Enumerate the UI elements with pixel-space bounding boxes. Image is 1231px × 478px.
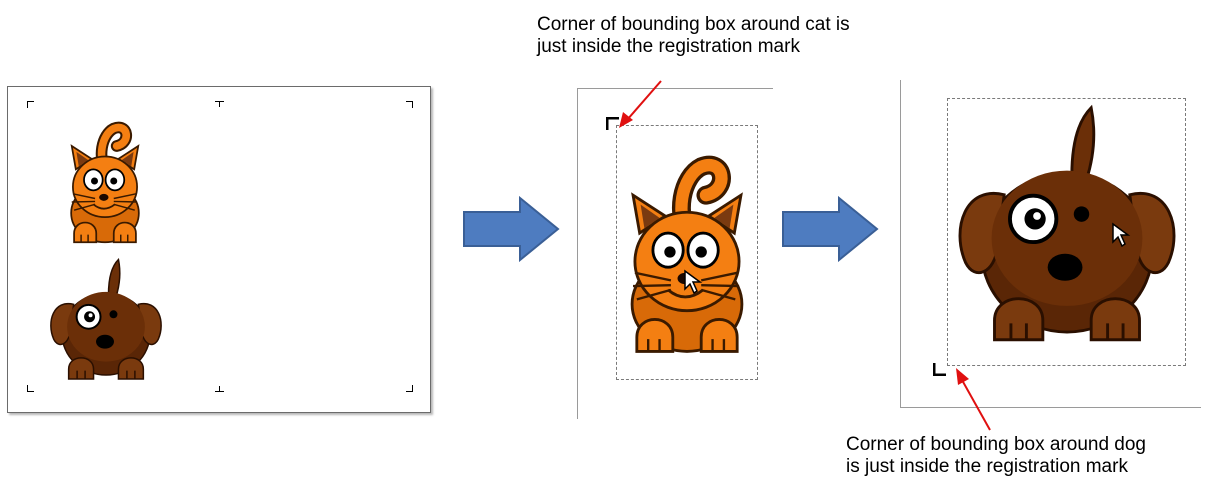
registration-mark-bottom-left [27,385,34,392]
cat-zoom-view [577,88,773,419]
dog-callout: Corner of bounding box around dog is jus… [846,434,1146,478]
red-arrow-icon [956,368,991,431]
cat-callout: Corner of bounding box around cat is jus… [537,14,850,58]
page-preview [7,86,431,413]
dog-callout-line1: Corner of bounding box around dog [846,434,1147,455]
dog-bounding-box [947,98,1186,366]
registration-mark-top-left [27,101,34,108]
dog-image-small [50,257,162,380]
cat-bounding-box [616,125,758,380]
cat-image-small [70,121,140,244]
registration-mark-bottom-center [215,385,224,392]
dog-callout-line2: is just inside the registration mark [846,456,1128,477]
cat-image [616,126,758,378]
mouse-cursor-icon [684,269,703,295]
registration-mark-bottom-left [933,363,946,376]
mouse-cursor-icon [1112,222,1131,248]
dog-image [958,105,1176,342]
cat-callout-line2: just inside the registration mark [537,36,800,57]
dog-zoom-view [900,80,1201,408]
registration-mark-top-left [606,117,619,130]
cat-callout-line1: Corner of bounding box around cat is [537,14,850,35]
registration-mark-top-right [406,101,413,108]
registration-mark-bottom-right [406,385,413,392]
red-arrow-icon [619,80,662,128]
right-arrow-icon [782,196,879,262]
registration-mark-top-center [215,101,224,108]
right-arrow-icon [463,196,560,262]
